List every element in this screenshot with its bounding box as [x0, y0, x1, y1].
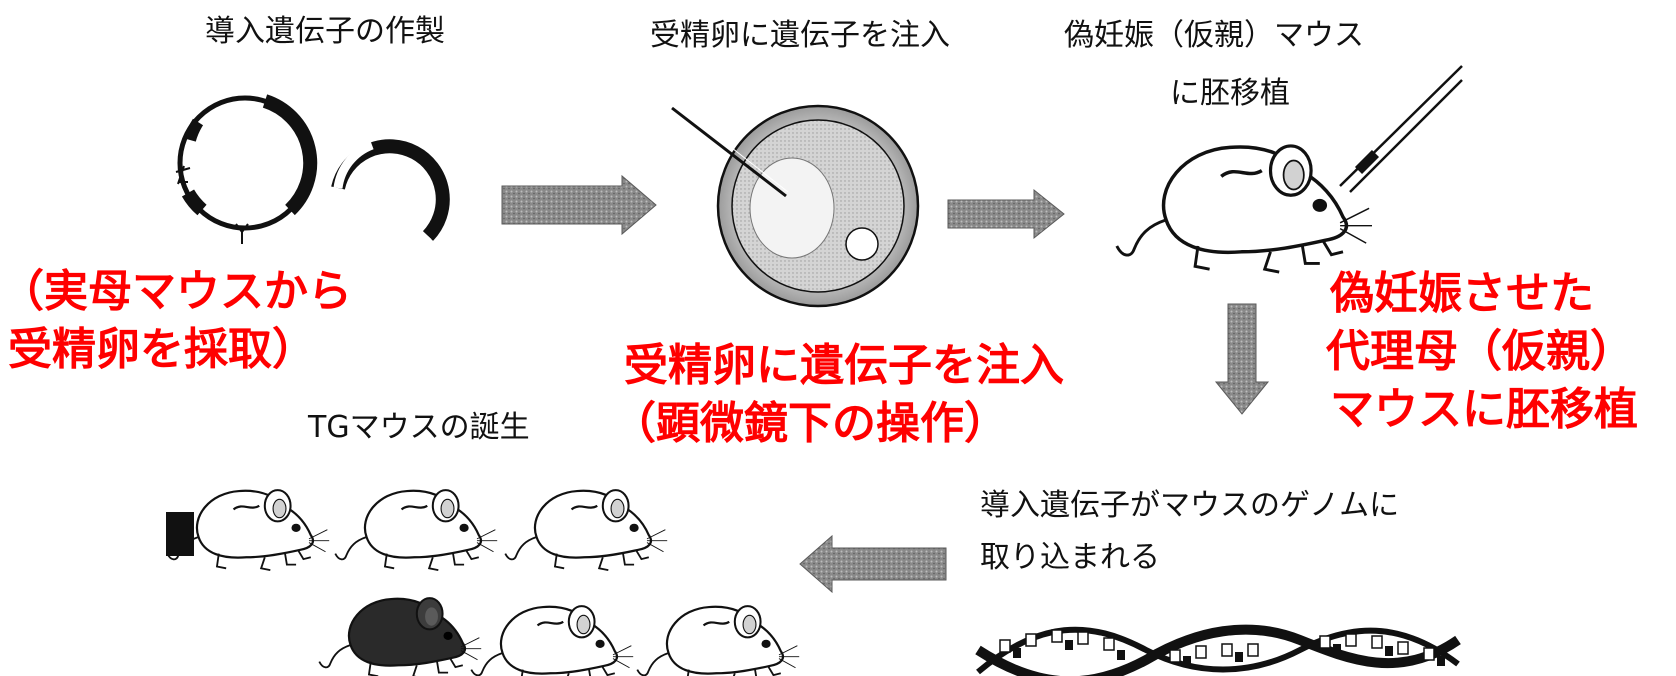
tg-mice-litter-illustration — [166, 489, 801, 676]
annotation-surrogate-line2: 代理母（仮親） — [1326, 326, 1634, 377]
arrow-down — [1214, 303, 1270, 415]
annotation-microinjection-line1: 受精卵に遺伝子を注入 — [624, 340, 1064, 391]
annotation-surrogate-line3: マウスに胚移植 — [1330, 384, 1638, 435]
annotation-microinjection-line2: （顕微鏡下の操作） — [612, 398, 1008, 449]
fertilized-egg-illustration — [671, 103, 920, 308]
step-label-embryo-transfer-line1: 偽妊娠（仮親）マウス — [1064, 18, 1364, 53]
annotation-egg-collection-line1: （実母マウスから — [0, 266, 352, 317]
arrow-right-2 — [947, 188, 1065, 240]
step-label-embryo-transfer-line2: に胚移植 — [1170, 76, 1290, 111]
arrow-right-1 — [501, 174, 657, 236]
step-label-gene-construction: 導入遺伝子の作製 — [205, 14, 445, 49]
step-label-tg-mouse-birth: TGマウスの誕生 — [308, 410, 530, 445]
dna-helix-illustration — [975, 624, 1461, 676]
step-label-injection: 受精卵に遺伝子を注入 — [650, 18, 950, 53]
arrow-left — [799, 534, 947, 594]
pseudopregnant-mouse-illustration — [1115, 65, 1463, 274]
annotation-surrogate-line1: 偽妊娠させた — [1330, 268, 1594, 319]
annotation-egg-collection-line2: 受精卵を採取） — [8, 324, 316, 375]
gene-fragment-illustration — [331, 139, 450, 253]
step-label-genome-integration-line1: 導入遺伝子がマウスのゲノムに — [980, 488, 1400, 523]
step-label-genome-integration-line2: 取り込まれる — [980, 540, 1160, 575]
plasmid-illustration — [175, 94, 318, 244]
